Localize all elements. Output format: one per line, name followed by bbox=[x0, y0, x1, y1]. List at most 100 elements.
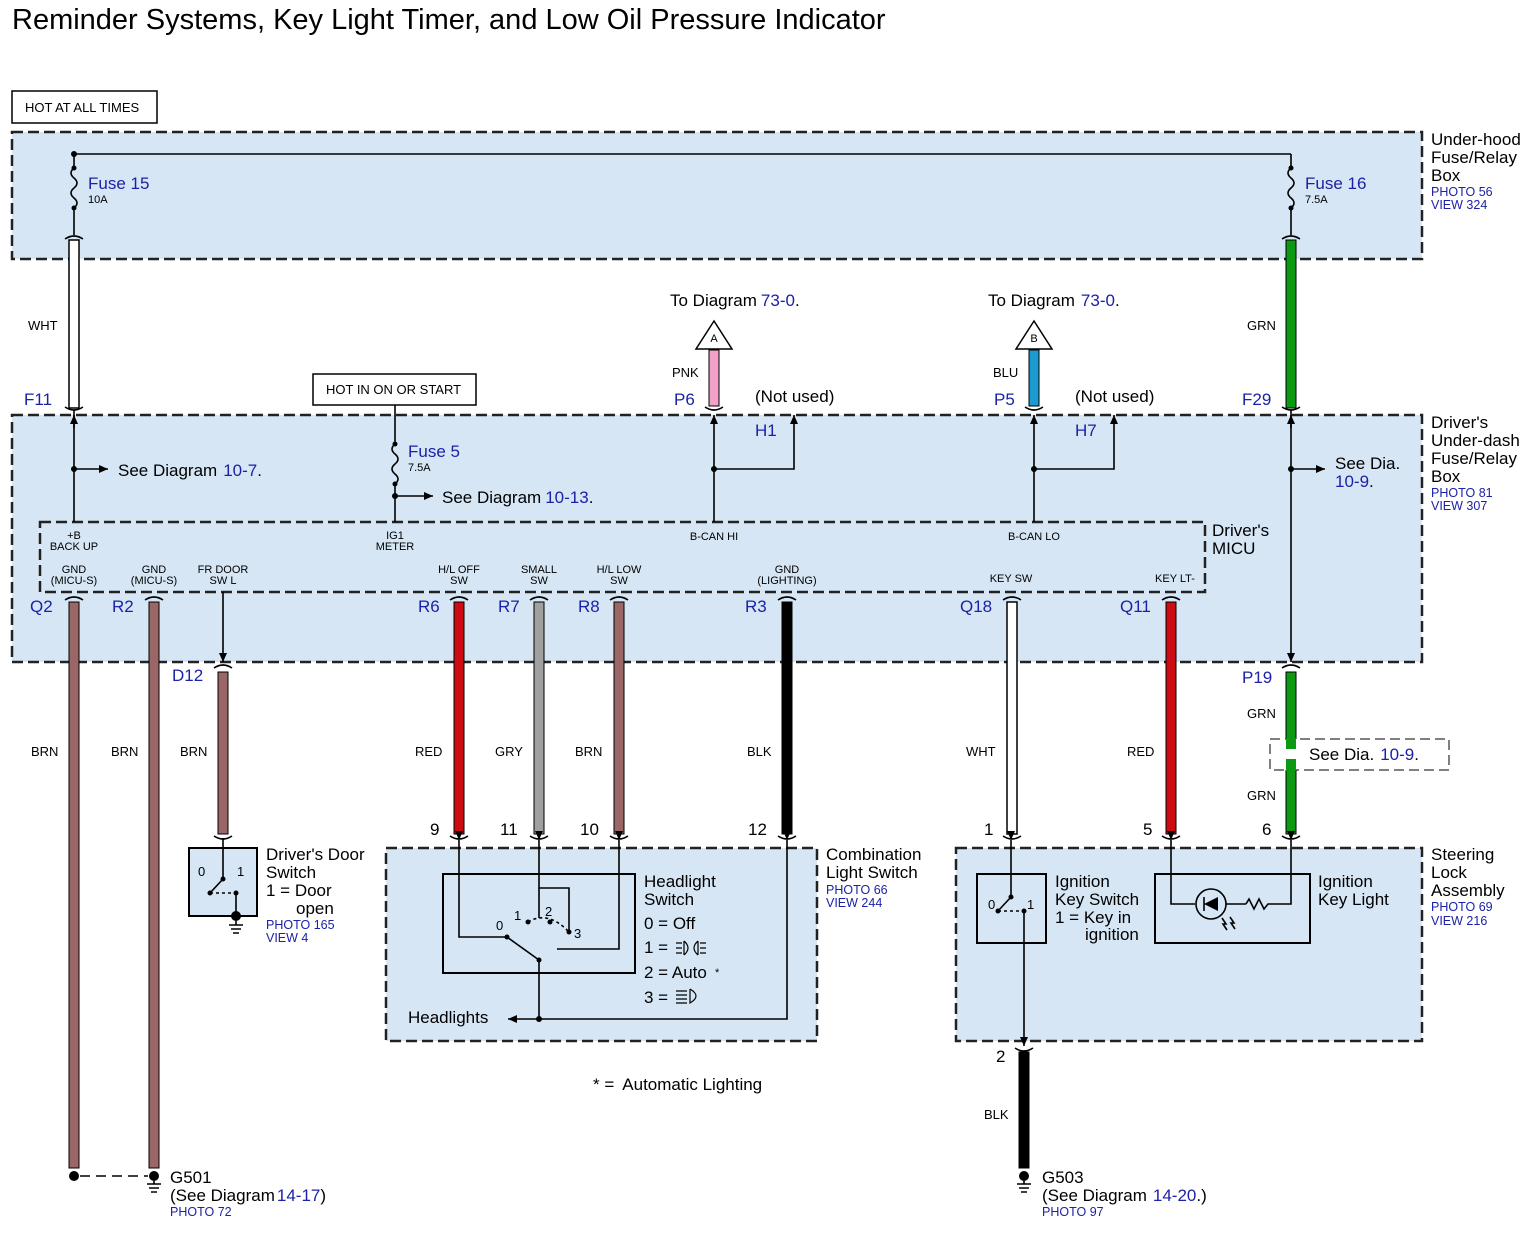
wire-pnk bbox=[708, 349, 720, 407]
svg-text:1 =: 1 = bbox=[644, 938, 668, 957]
headlight-switch-legend: Headlight Switch 0 = Off 1 = 2 = Auto * … bbox=[644, 872, 720, 1007]
headlight-switch-positions: 0 1 2 3 bbox=[496, 904, 581, 941]
underdash-label: Driver's Under-dash Fuse/Relay Box PHOTO… bbox=[1431, 413, 1520, 513]
svg-text:R7: R7 bbox=[498, 597, 520, 616]
combo-switch-label: Combination Light Switch PHOTO 66 VIEW 2… bbox=[826, 845, 921, 910]
svg-text:Assembly: Assembly bbox=[1431, 881, 1505, 900]
svg-text:Ignition: Ignition bbox=[1318, 872, 1373, 891]
svg-text:0 = Off: 0 = Off bbox=[644, 914, 695, 933]
g503-dot bbox=[1019, 1171, 1029, 1181]
svg-text:B-CAN HI: B-CAN HI bbox=[690, 531, 738, 543]
svg-text:1 = Key in: 1 = Key in bbox=[1055, 908, 1131, 927]
svg-text:F29: F29 bbox=[1242, 390, 1271, 409]
wire-blu bbox=[1028, 349, 1040, 407]
svg-text:0: 0 bbox=[496, 918, 503, 933]
wire-brn-r8 bbox=[613, 601, 625, 835]
hot-at-all-times-box bbox=[11, 90, 158, 124]
underhood-label: Under-hood Fuse/Relay Box PHOTO 56 VIEW … bbox=[1431, 130, 1521, 212]
wire-brn-d12 bbox=[217, 671, 229, 835]
resistor-icon bbox=[1245, 897, 1271, 911]
see-dia-10-9: See Dia. 10-9. bbox=[1335, 454, 1400, 491]
svg-text:1: 1 bbox=[984, 820, 993, 839]
ign-switch-blade bbox=[997, 896, 1012, 912]
svg-text:RED: RED bbox=[1127, 744, 1154, 759]
svg-text:SW: SW bbox=[450, 575, 468, 587]
svg-text:*: * bbox=[715, 967, 720, 979]
hot-at-all-times-label: HOT AT ALL TIMES bbox=[25, 100, 139, 115]
headlights-label: Headlights bbox=[408, 1008, 488, 1027]
svg-text:Lock: Lock bbox=[1431, 863, 1467, 882]
micu-label: Driver's MICU bbox=[1212, 521, 1269, 558]
micu-box bbox=[38, 520, 1207, 594]
led-leads bbox=[1203, 897, 1246, 911]
page-title: Reminder Systems, Key Light Timer, and L… bbox=[12, 4, 886, 36]
svg-text:R3: R3 bbox=[745, 597, 767, 616]
hot-in-on-label: HOT IN ON OR START bbox=[326, 382, 461, 397]
svg-text:Q2: Q2 bbox=[30, 597, 53, 616]
svg-text:R8: R8 bbox=[578, 597, 600, 616]
not-used-h7: (Not used) bbox=[1075, 387, 1154, 406]
svg-text:H/L LOW: H/L LOW bbox=[597, 564, 642, 576]
grn-internal bbox=[1271, 831, 1295, 905]
wire-break-gap bbox=[1284, 749, 1298, 759]
fuse5-label: Fuse 5 7.5A bbox=[408, 442, 460, 474]
g501-dot bbox=[149, 1171, 159, 1181]
svg-text:Fuse 15: Fuse 15 bbox=[88, 174, 149, 193]
svg-text:METER: METER bbox=[376, 541, 415, 553]
auto-lighting-note: * =Automatic Lighting bbox=[593, 1075, 762, 1094]
hloff-internal bbox=[455, 831, 507, 938]
svg-text:Key Light: Key Light bbox=[1318, 890, 1389, 909]
svg-text:Ignition: Ignition bbox=[1055, 872, 1110, 891]
svg-text:Switch: Switch bbox=[266, 863, 316, 882]
svg-text:ignition: ignition bbox=[1085, 925, 1139, 944]
svg-text:D12: D12 bbox=[172, 666, 203, 685]
svg-text:5: 5 bbox=[1143, 820, 1152, 839]
see-dia-10-9-lower: See Dia.10-9. bbox=[1309, 745, 1419, 764]
svg-text:Key Switch: Key Switch bbox=[1055, 890, 1139, 909]
svg-text:BRN: BRN bbox=[575, 744, 602, 759]
svg-text:IG1: IG1 bbox=[386, 530, 404, 542]
svg-text:R6: R6 bbox=[418, 597, 440, 616]
svg-text:Fuse 16: Fuse 16 bbox=[1305, 174, 1366, 193]
svg-text:P6: P6 bbox=[674, 390, 695, 409]
svg-text:H1: H1 bbox=[755, 421, 777, 440]
ign-pos1: 1 bbox=[1027, 897, 1034, 912]
svg-text:PHOTO 81: PHOTO 81 bbox=[1431, 486, 1493, 500]
wire-label-grn: GRN bbox=[1247, 318, 1276, 333]
ground-icon bbox=[1017, 1181, 1031, 1193]
switch-contact bbox=[547, 919, 553, 925]
light-rays-icon bbox=[1221, 916, 1236, 931]
svg-text:P19: P19 bbox=[1242, 668, 1272, 687]
svg-text:VIEW 307: VIEW 307 bbox=[1431, 499, 1487, 513]
svg-text:GND: GND bbox=[62, 564, 87, 576]
svg-text:10-9.: 10-9. bbox=[1335, 472, 1374, 491]
svg-text:BACK UP: BACK UP bbox=[50, 541, 98, 553]
svg-text:7.5A: 7.5A bbox=[1305, 194, 1328, 206]
svg-text:Box: Box bbox=[1431, 166, 1461, 185]
svg-text:1 = Door: 1 = Door bbox=[266, 881, 332, 900]
svg-text:(LIGHTING): (LIGHTING) bbox=[757, 575, 816, 587]
arrow-a-label: A bbox=[710, 333, 718, 345]
wire-wht-f11 bbox=[68, 239, 80, 409]
g501-dot-left bbox=[69, 1171, 79, 1181]
svg-text:(MICU-S): (MICU-S) bbox=[51, 575, 97, 587]
svg-text:Q11: Q11 bbox=[1120, 597, 1151, 616]
svg-text:3 =: 3 = bbox=[644, 988, 668, 1007]
svg-text:Light Switch: Light Switch bbox=[826, 863, 918, 882]
svg-text:R2: R2 bbox=[112, 597, 134, 616]
ign-pos0: 0 bbox=[988, 897, 995, 912]
svg-text:2 = Auto: 2 = Auto bbox=[644, 963, 707, 982]
svg-text:KEY SW: KEY SW bbox=[990, 573, 1033, 585]
svg-text:open: open bbox=[296, 899, 334, 918]
svg-text:BRN: BRN bbox=[31, 744, 58, 759]
svg-text:PHOTO 69: PHOTO 69 bbox=[1431, 900, 1493, 914]
ground-icon bbox=[229, 921, 243, 934]
svg-text:VIEW 216: VIEW 216 bbox=[1431, 914, 1487, 928]
svg-text:Driver's: Driver's bbox=[1212, 521, 1269, 540]
